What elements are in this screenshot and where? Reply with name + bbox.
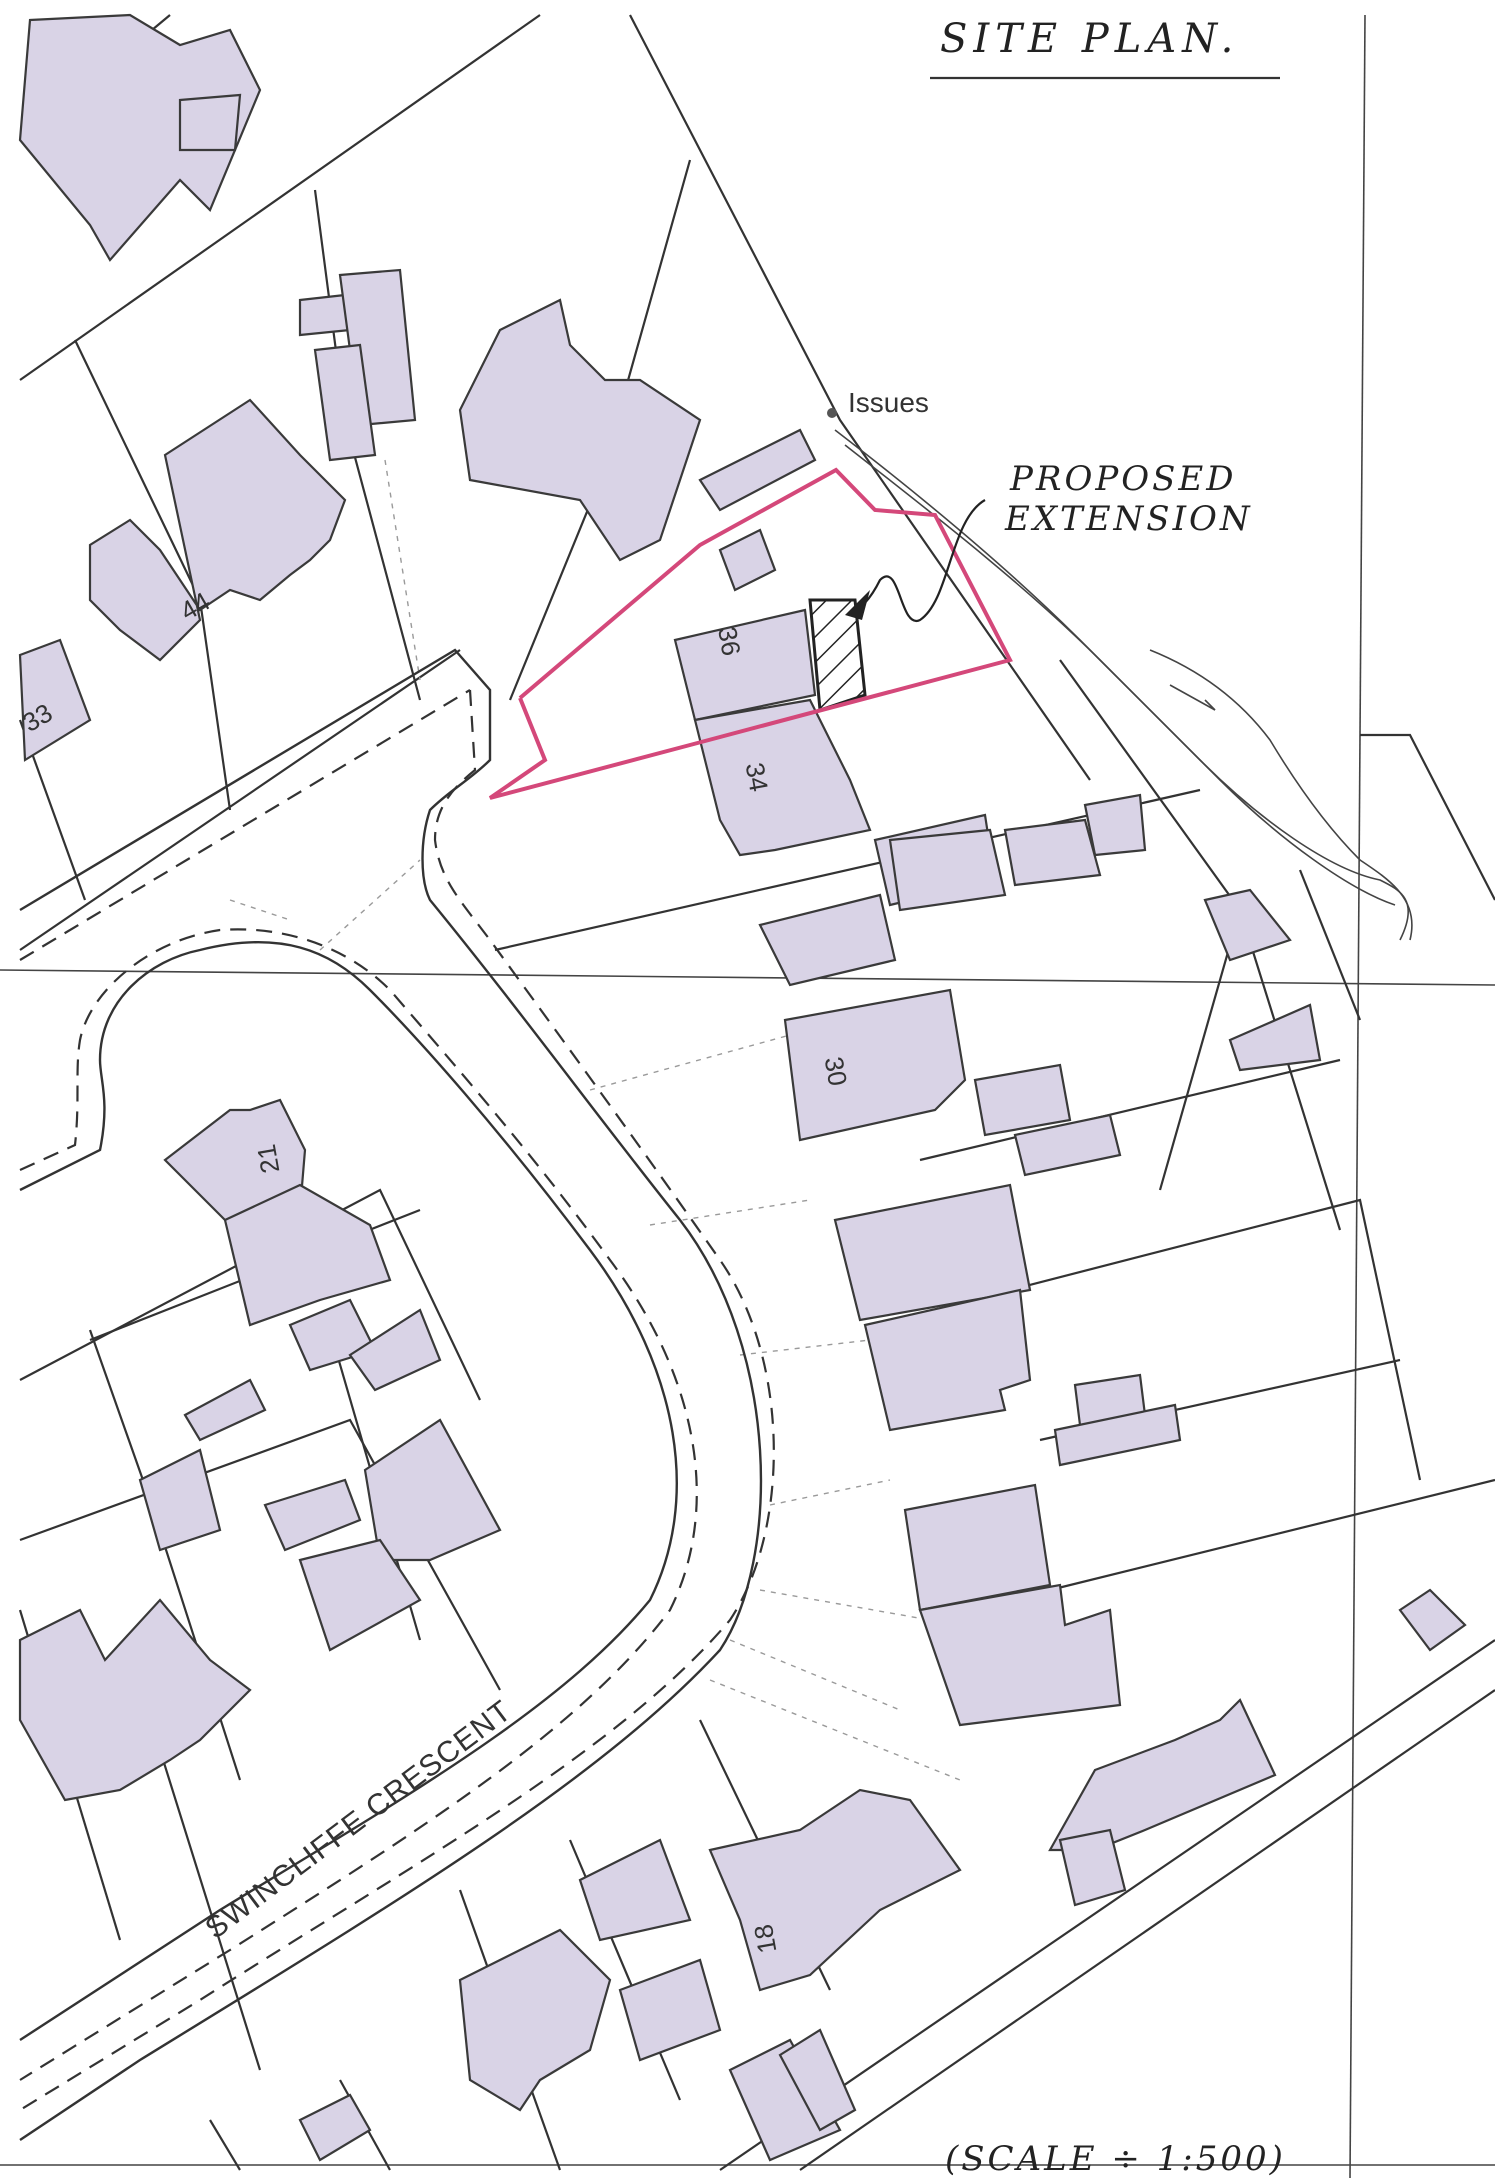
building — [1013, 1113, 1122, 1177]
building — [363, 1418, 502, 1562]
building — [708, 1788, 962, 1992]
building — [718, 528, 777, 592]
issues-marker-icon — [827, 408, 837, 418]
building — [1003, 818, 1102, 887]
building — [18, 13, 262, 262]
building — [298, 2093, 372, 2162]
footpath — [834, 429, 1413, 941]
building — [223, 1183, 392, 1327]
house-number-21: 21 — [251, 1142, 286, 1176]
proposed-extension-area — [808, 598, 867, 713]
building — [313, 343, 377, 462]
building — [888, 828, 1007, 912]
building — [18, 1598, 252, 1802]
site-boundary — [488, 467, 1013, 800]
building — [138, 1448, 222, 1552]
building — [1083, 793, 1147, 857]
building — [1058, 1828, 1127, 1907]
building — [903, 1483, 1052, 1612]
building — [578, 1838, 692, 1942]
building — [458, 1928, 612, 2112]
building — [1048, 1698, 1277, 1852]
building — [18, 638, 92, 762]
building — [973, 1063, 1072, 1137]
building — [618, 1958, 722, 2062]
house-number-36: 36 — [712, 624, 747, 658]
building — [1203, 888, 1292, 962]
building — [783, 988, 967, 1142]
house-number-34: 34 — [740, 760, 775, 794]
issues-label: Issues — [848, 387, 929, 418]
sheet-grid-lines — [0, 14, 1495, 2178]
building — [863, 1288, 1032, 1432]
annotation-line2: EXTENSION — [1004, 499, 1253, 539]
building — [88, 398, 347, 662]
building — [778, 2028, 857, 2132]
building — [918, 1583, 1122, 1727]
dotted-lines — [229, 459, 961, 1781]
building — [458, 298, 702, 562]
annotation-arrow-icon — [845, 499, 986, 622]
street-name: SWINCLIFFE CRESCENT — [199, 1694, 518, 1945]
annotation-line1: PROPOSED — [1009, 459, 1236, 499]
building — [183, 1378, 267, 1442]
building — [1228, 1003, 1322, 1072]
building — [298, 1538, 422, 1652]
building — [728, 2038, 842, 2162]
house-number-18: 18 — [748, 1922, 783, 1956]
road-swincliffe-crescent — [19, 648, 775, 2141]
house-number-30: 30 — [819, 1054, 854, 1088]
scale-note: (SCALE ÷ 1:500) — [945, 2139, 1286, 2178]
building — [348, 1308, 442, 1392]
building — [833, 1183, 1032, 1322]
building — [698, 428, 817, 512]
building — [178, 93, 242, 152]
buildings — [18, 13, 1467, 2162]
building — [1398, 1588, 1467, 1652]
building — [693, 698, 872, 857]
building — [263, 1478, 362, 1552]
building — [1053, 1403, 1182, 1467]
page-title: SITE PLAN. — [940, 16, 1239, 62]
building — [673, 608, 817, 722]
building — [758, 893, 897, 987]
